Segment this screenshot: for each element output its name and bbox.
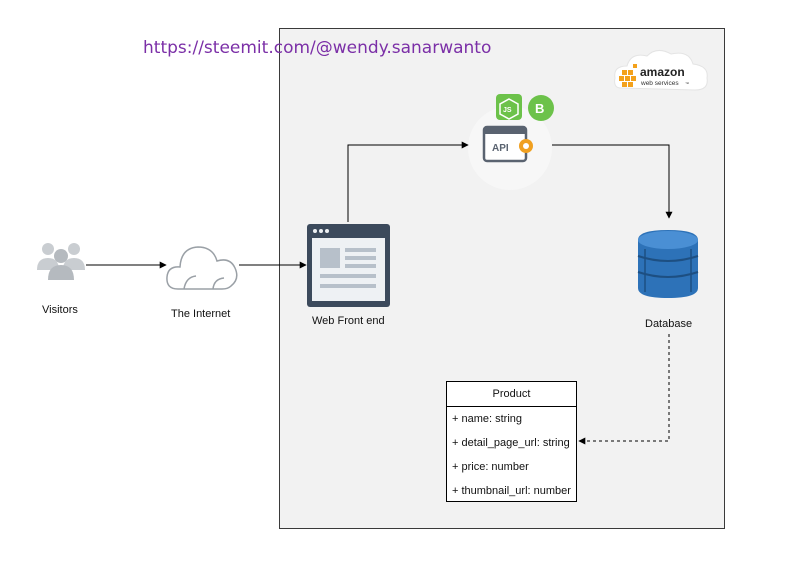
edge-database-to-product: [578, 334, 670, 445]
api-text: API: [492, 143, 509, 154]
web-front-end-label: Web Front end: [312, 315, 385, 327]
entity-field: + name: string: [452, 413, 523, 425]
entity-field: + price: number: [452, 461, 529, 473]
edge-webfrontend-to-api: [347, 141, 469, 222]
users-icon: [37, 243, 85, 280]
api-gear-icon: [519, 139, 533, 153]
watermark-url[interactable]: https://steemit.com/@wendy.sanarwanto: [143, 38, 492, 58]
aws-brand-text: amazon: [640, 65, 685, 79]
bootstrap-icon: B: [528, 95, 554, 121]
dynamodb-icon: [637, 230, 699, 298]
entity-field: + detail_page_url: string: [452, 437, 570, 449]
aws-sub-text: web services: [640, 80, 679, 87]
visitors-label: Visitors: [42, 304, 78, 316]
product-entity: Product + name: string + detail_page_url…: [446, 381, 577, 502]
cloud-icon: [166, 246, 238, 290]
aws-tm-text: ™: [685, 81, 689, 86]
edge-api-to-database: [552, 144, 673, 219]
bootstrap-badge-text: B: [535, 101, 544, 116]
nodejs-icon: JS: [496, 94, 522, 120]
aws-logo: amazon web services ™: [614, 50, 708, 91]
database-label: Database: [645, 318, 693, 330]
browser-window-icon: [307, 224, 390, 307]
api-node: API: [468, 106, 552, 190]
entity-title: Product: [447, 382, 576, 407]
internet-label: The Internet: [171, 308, 231, 320]
nodejs-badge-text: JS: [503, 107, 512, 114]
entity-field: + thumbnail_url: number: [452, 485, 571, 497]
